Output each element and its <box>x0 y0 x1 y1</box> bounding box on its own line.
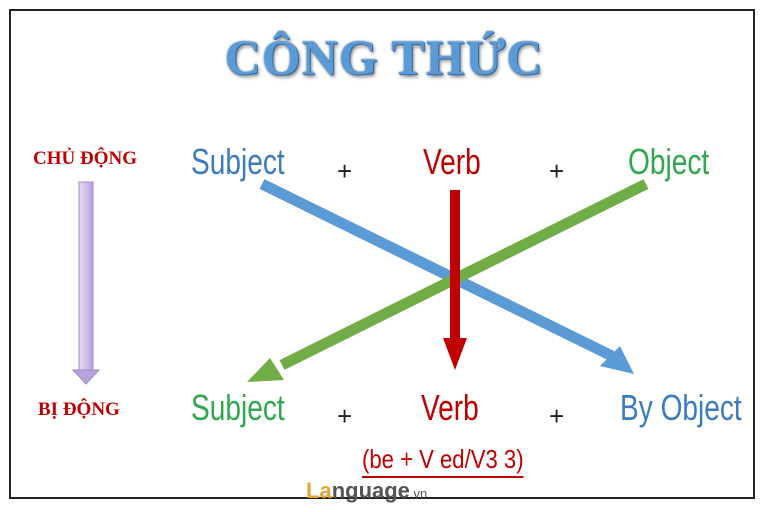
object-to-subject-arrow <box>247 179 649 382</box>
active-object: Object <box>628 141 710 182</box>
brand-suffix: .vn <box>409 486 428 501</box>
passive-plus-1: + <box>337 401 353 431</box>
active-verb: Verb <box>423 141 481 182</box>
active-voice-label: CHỦ ĐỘNG <box>33 148 137 169</box>
passive-subject: Subject <box>191 387 285 428</box>
brand-logo: Language.vn <box>306 478 427 504</box>
brand-part-2: nguage <box>331 478 410 503</box>
active-to-passive-arrow <box>71 181 101 385</box>
passive-voice-label: BỊ ĐỘNG <box>38 399 120 420</box>
active-plus-2: + <box>549 156 565 186</box>
diagram-frame <box>9 9 755 499</box>
active-plus-1: + <box>337 156 353 186</box>
verb-to-verb-arrow <box>443 190 467 370</box>
passive-plus-2: + <box>549 401 565 431</box>
passive-by-object: By Object <box>620 387 742 428</box>
verb-formula: (be + V ed/V3 3) <box>362 444 524 478</box>
passive-verb: Verb <box>421 387 479 428</box>
active-subject: Subject <box>191 141 285 182</box>
diagram-title: CÔNG THỨC <box>224 29 544 85</box>
subject-to-by-object-arrow <box>259 179 634 374</box>
brand-part-1: La <box>306 478 332 503</box>
